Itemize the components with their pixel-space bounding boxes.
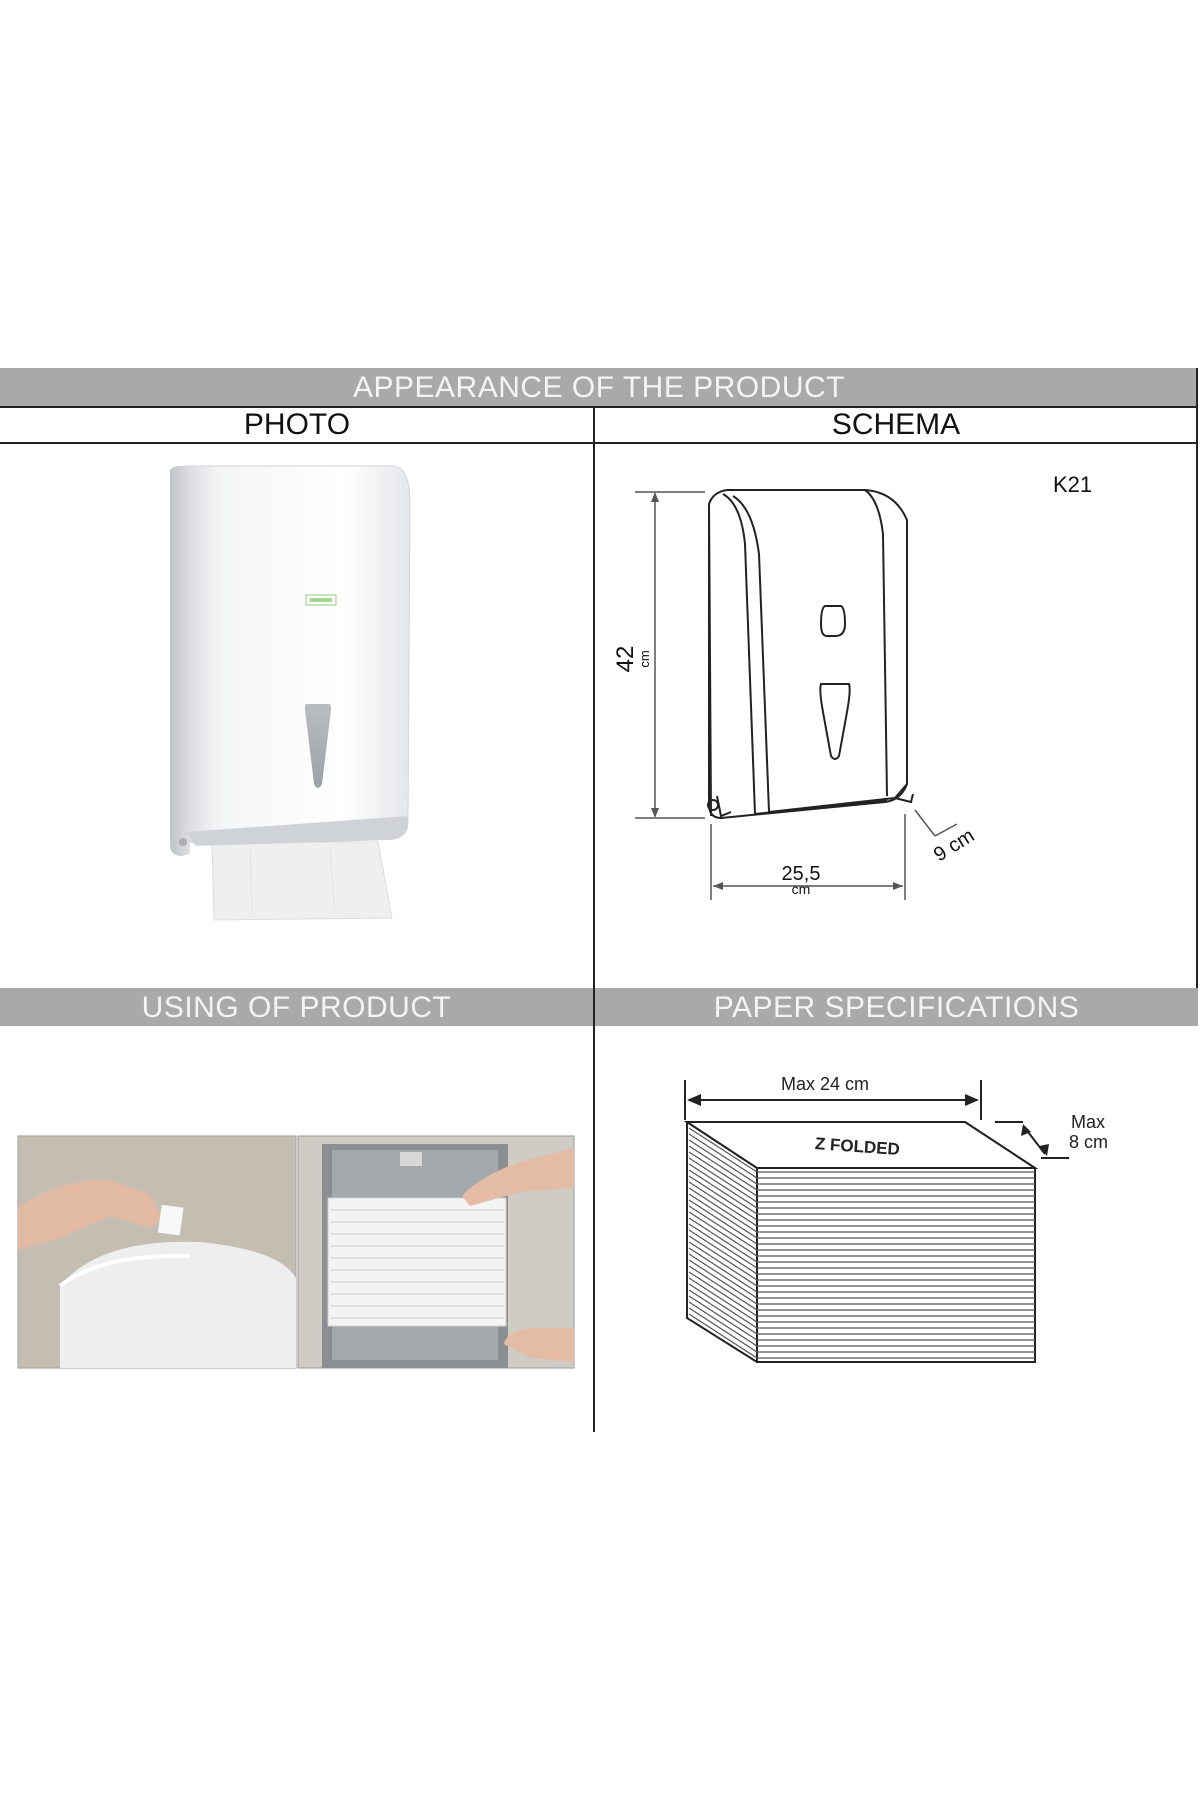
appearance-section-bar: APPEARANCE OF THE PRODUCT xyxy=(0,368,1198,406)
schema-height-value: 42 xyxy=(612,646,639,673)
header-bottom-divider xyxy=(0,442,1198,444)
paper-section-bar: PAPER SPECIFICATIONS xyxy=(595,988,1198,1026)
paper-cell: Max 24 cm Max 8 cm xyxy=(595,1028,1196,1432)
paper-section-title: PAPER SPECIFICATIONS xyxy=(713,991,1080,1024)
appearance-section-title: APPEARANCE OF THE PRODUCT xyxy=(352,371,846,404)
dispenser-photo xyxy=(169,465,411,921)
schema-model-label: K21 xyxy=(1053,472,1092,497)
usage-photos xyxy=(17,1135,575,1369)
photo-column-header: PHOTO xyxy=(243,408,351,441)
using-section-bar: USING OF PRODUCT xyxy=(0,988,593,1026)
right-border xyxy=(1196,368,1198,1026)
column-divider xyxy=(593,406,595,1432)
paper-max-width-label: Max 24 cm xyxy=(781,1074,869,1094)
schema-width-value: 25,5 xyxy=(782,863,821,885)
paper-max-depth-line2: 8 cm xyxy=(1069,1132,1108,1152)
schema-cell: K21 xyxy=(595,444,1196,988)
schema-column-header: SCHEMA xyxy=(831,408,961,441)
schema-width-unit: cm xyxy=(792,881,811,897)
schema-depth-label: 9 cm xyxy=(930,825,978,867)
spec-sheet: APPEARANCE OF THE PRODUCT PHOTO SCHEMA U… xyxy=(0,368,1198,1432)
photo-cell xyxy=(0,444,593,988)
schema-height-unit: cm xyxy=(637,650,652,667)
paper-max-depth-line1: Max xyxy=(1071,1112,1105,1132)
dispenser-schema-drawing: K21 xyxy=(612,472,1092,900)
using-cell xyxy=(0,1028,593,1432)
using-section-title: USING OF PRODUCT xyxy=(141,991,452,1024)
header-top-divider xyxy=(0,406,1198,408)
paper-spec-drawing: Max 24 cm Max 8 cm xyxy=(683,1074,1108,1363)
